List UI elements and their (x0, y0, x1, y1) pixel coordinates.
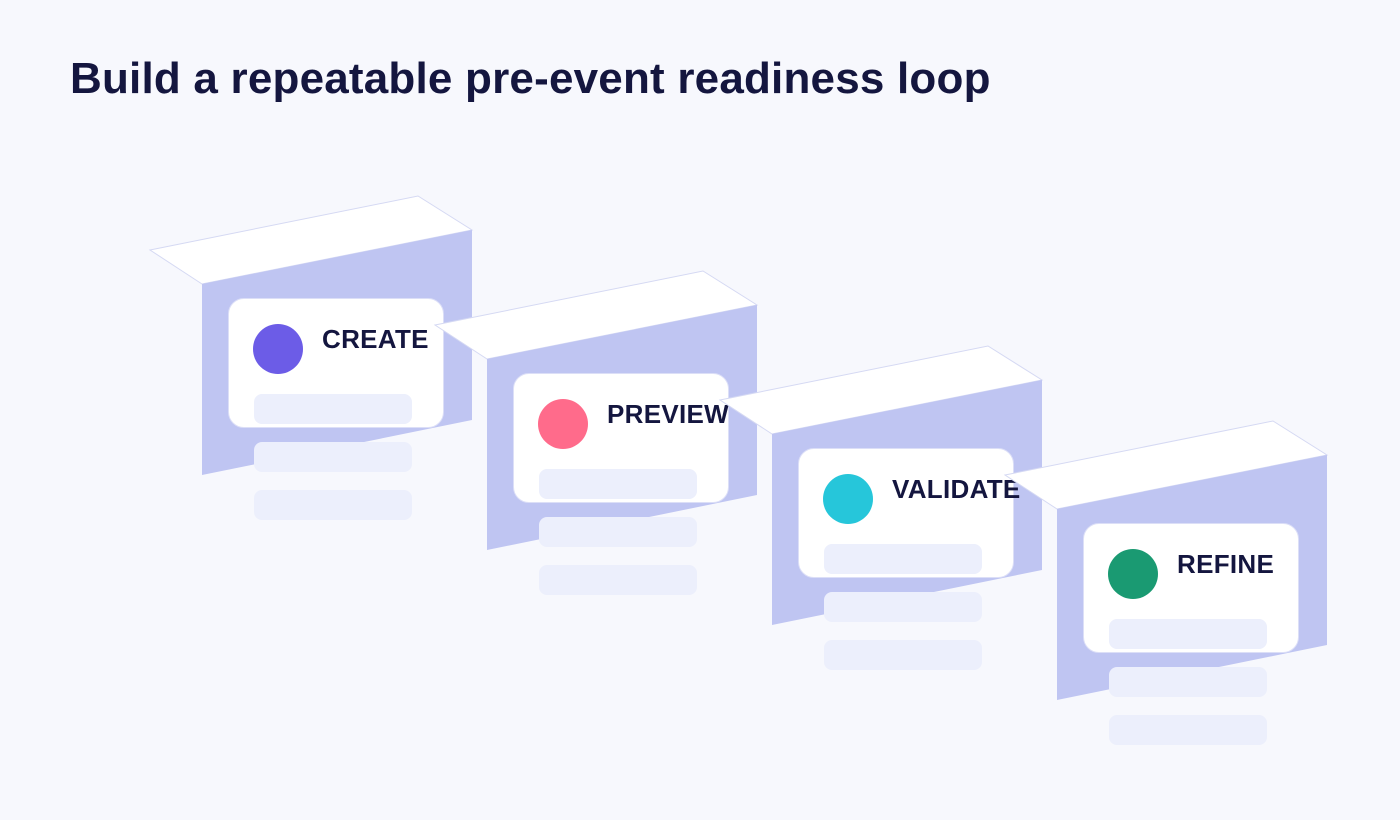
placeholder-bar (254, 490, 412, 520)
step-color-dot (253, 324, 303, 374)
page-title: Build a repeatable pre-event readiness l… (70, 54, 991, 103)
step-label: PREVIEW (607, 399, 730, 429)
placeholder-bar (539, 517, 697, 547)
step-color-dot (1108, 549, 1158, 599)
placeholder-bar (1109, 667, 1267, 697)
placeholder-bar (824, 544, 982, 574)
step-color-dot (538, 399, 588, 449)
placeholder-bar (824, 640, 982, 670)
step-preview: PREVIEW (433, 270, 765, 651)
step-create: CREATE (148, 195, 480, 576)
step-refine: REFINE (1003, 420, 1335, 801)
step-label: CREATE (322, 324, 429, 354)
placeholder-bar (539, 565, 697, 595)
placeholder-bar (1109, 619, 1267, 649)
placeholder-bar (1109, 715, 1267, 745)
step-validate: VALIDATE (718, 345, 1050, 726)
step-label: REFINE (1177, 549, 1275, 579)
step-color-dot (823, 474, 873, 524)
placeholder-bar (824, 592, 982, 622)
step-label: VALIDATE (892, 474, 1021, 504)
placeholder-bar (254, 394, 412, 424)
placeholder-bar (254, 442, 412, 472)
placeholder-bar (539, 469, 697, 499)
